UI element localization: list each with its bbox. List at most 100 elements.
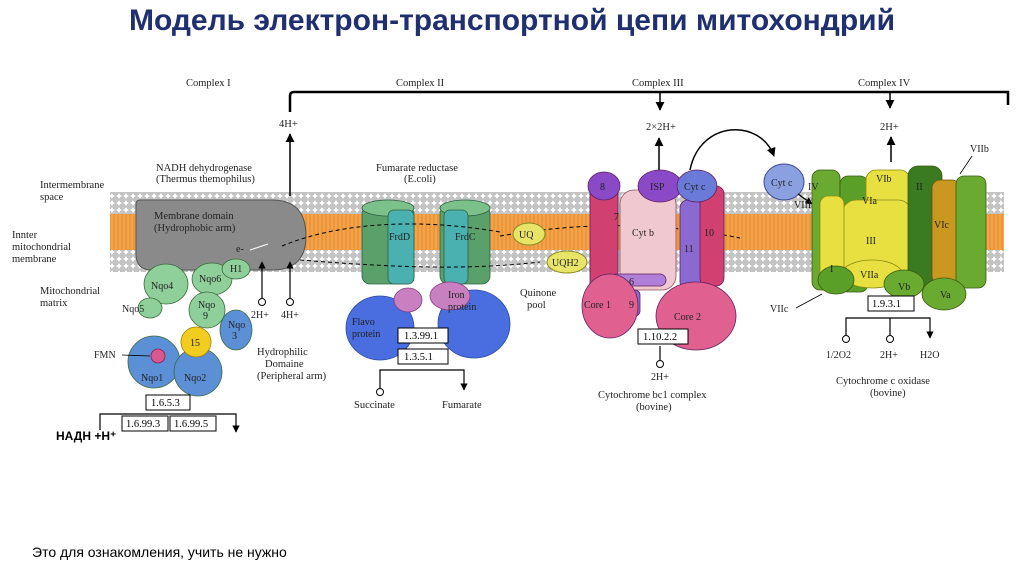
- c4-body: [811, 165, 987, 311]
- c4-ec-box[interactable]: 1.9.3.1: [867, 295, 915, 312]
- c4-viic-label: VIIc: [770, 304, 789, 315]
- intermembrane-label-2: space: [40, 192, 64, 203]
- c4-iv-label: IV: [808, 182, 819, 193]
- svg-text:1.3.5.1: 1.3.5.1: [404, 352, 433, 363]
- c2-membrane-part: [361, 199, 491, 285]
- quinone-pool-label-1: Quinone: [520, 288, 557, 299]
- c1-ec-box-2[interactable]: 1.6.99.3: [121, 415, 169, 432]
- c4-vib-label: VIb: [876, 174, 892, 185]
- c3-ec-box[interactable]: 1.10.2.2: [637, 328, 689, 345]
- c3-subunit-9: 9: [629, 300, 634, 311]
- c3-subunit-8: 8: [600, 182, 605, 193]
- inner-label-3: membrane: [12, 254, 57, 265]
- c1-membrane-label-1: Membrane domain: [154, 211, 234, 222]
- c1-hydrophilic-2: Domaine: [265, 359, 304, 370]
- c2-ec-box-1[interactable]: 1.3.99.1: [397, 327, 449, 344]
- page-title: Модель электрон-транспортной цепи митохо…: [128, 4, 896, 37]
- complex-ii-header: Complex II: [396, 78, 445, 89]
- c4-viib-label: VIIb: [970, 144, 989, 155]
- iron-label-2: protein: [448, 302, 476, 313]
- c1-peripheral-arm: [127, 258, 253, 397]
- subunit-15-label: 15: [190, 338, 200, 349]
- c3-subunit-10: 10: [704, 228, 714, 239]
- c1-electron-label: e-: [236, 244, 244, 255]
- nqo1-label: Nqo1: [141, 373, 163, 384]
- c2-ec-box-2[interactable]: 1.3.5.1: [397, 348, 449, 365]
- svg-text:1.3.99.1: 1.3.99.1: [404, 331, 438, 342]
- nadh-label: НАДН +Н⁺: [56, 429, 117, 443]
- c4-va-label: Va: [940, 290, 951, 301]
- c3-subunit-7: 7: [614, 212, 619, 223]
- c3-proton-out: 2×2H+: [646, 122, 676, 133]
- frdd-label: FrdD: [389, 232, 410, 243]
- quinone-pool-label-2: pool: [527, 300, 546, 311]
- nqo9-label-2: 9: [203, 311, 208, 322]
- matrix-label-1: Mitochondrial: [40, 286, 100, 297]
- c1-ec-box-1[interactable]: 1.6.5.3: [145, 394, 191, 411]
- svg-text:1.10.2.2: 1.10.2.2: [643, 332, 677, 343]
- c4-viia-label: VIIa: [860, 270, 879, 281]
- inner-label-2: mitochondrial: [12, 242, 71, 253]
- uqh2-label: UQH2: [552, 258, 579, 269]
- nqo6-label: Nqo6: [199, 274, 221, 285]
- c4-i-label: I: [830, 264, 833, 275]
- c1-proton-out: 4H+: [279, 119, 298, 130]
- nqo3-label-1: Nqo: [228, 320, 245, 331]
- nqo5-label: Nqo5: [122, 304, 144, 315]
- svg-text:1.6.5.3: 1.6.5.3: [151, 398, 180, 409]
- c1-proton-in-2: 4H+: [281, 310, 299, 321]
- h1-label: H1: [230, 264, 242, 275]
- svg-text:1.6.99.5: 1.6.99.5: [174, 419, 208, 430]
- c4-name-2: (bovine): [870, 388, 906, 399]
- svg-text:1.6.99.3: 1.6.99.3: [126, 419, 160, 430]
- c3-isp-label: ISP: [650, 182, 665, 193]
- c3-proton-in: 2H+: [651, 372, 669, 383]
- fmn-label: FMN: [94, 350, 116, 361]
- iron-label-1: Iron: [448, 290, 465, 301]
- svg-text:1.9.3.1: 1.9.3.1: [872, 299, 901, 310]
- c1-ec-box-3[interactable]: 1.6.99.5: [169, 415, 217, 432]
- c1-membrane-label-2: (Hydrophobic arm): [154, 223, 236, 234]
- c3-name-2: (bovine): [636, 402, 672, 413]
- inner-label-1: Innter: [12, 230, 38, 241]
- c1-hydrophilic-3: (Peripheral arm): [257, 371, 327, 382]
- c1-hydrophilic-1: Hydrophilic: [257, 347, 308, 358]
- flavo-label-1: Flavo: [352, 317, 375, 328]
- c4-proton-out: 2H+: [880, 122, 899, 133]
- c1-name-2: (Thermus themophilus): [156, 174, 255, 185]
- footnote: Это для ознакомления, учить не нужно: [32, 544, 287, 560]
- c2-name-2: (E.coli): [404, 174, 436, 185]
- mobile-cytc: Cyt c: [763, 163, 805, 201]
- c4-via-label: VIa: [862, 196, 878, 207]
- c3-cytc-label: Cyt c: [684, 182, 706, 193]
- c4-vic-label: VIc: [934, 220, 950, 231]
- flavo-label-2: protein: [352, 329, 380, 340]
- c1-membrane-domain: Membrane domain (Hydrophobic arm) e-: [135, 199, 307, 271]
- c2-name-1: Fumarate reductase: [376, 163, 458, 174]
- svg-text:Cyt c: Cyt c: [771, 178, 793, 189]
- fumarate-label: Fumarate: [442, 400, 482, 411]
- c3-subunit-11: 11: [684, 244, 694, 255]
- succinate-label: Succinate: [354, 400, 395, 411]
- c4-iii-label: III: [866, 236, 876, 247]
- c3-core2-label: Core 2: [674, 312, 701, 323]
- proton-pathway: [288, 90, 1010, 112]
- nqo4-label: Nqo4: [151, 281, 173, 292]
- c4-ii-label: II: [916, 182, 923, 193]
- c1-name-1: NADH dehydrogenase: [156, 163, 252, 174]
- nqo3-label-2: 3: [232, 331, 237, 342]
- c3-name-1: Cytochrome bc1 complex: [598, 390, 707, 401]
- c2-peripheral: [345, 281, 511, 361]
- c3-subunit-6: 6: [629, 277, 634, 288]
- nqo2-label: Nqo2: [184, 373, 206, 384]
- complex-iv-header: Complex IV: [858, 78, 911, 89]
- complex-iii-header: Complex III: [632, 78, 684, 89]
- c1-proton-in-1: 2H+: [251, 310, 269, 321]
- uq-label: UQ: [519, 230, 534, 241]
- c4-output-o2: 1/2O2: [826, 350, 851, 361]
- c4-name-1: Cytochrome c oxidase: [836, 376, 930, 387]
- c4-output-h2o: H2O: [920, 350, 939, 361]
- c4-vb-label: Vb: [898, 282, 910, 293]
- complex-i-header: Complex I: [186, 78, 231, 89]
